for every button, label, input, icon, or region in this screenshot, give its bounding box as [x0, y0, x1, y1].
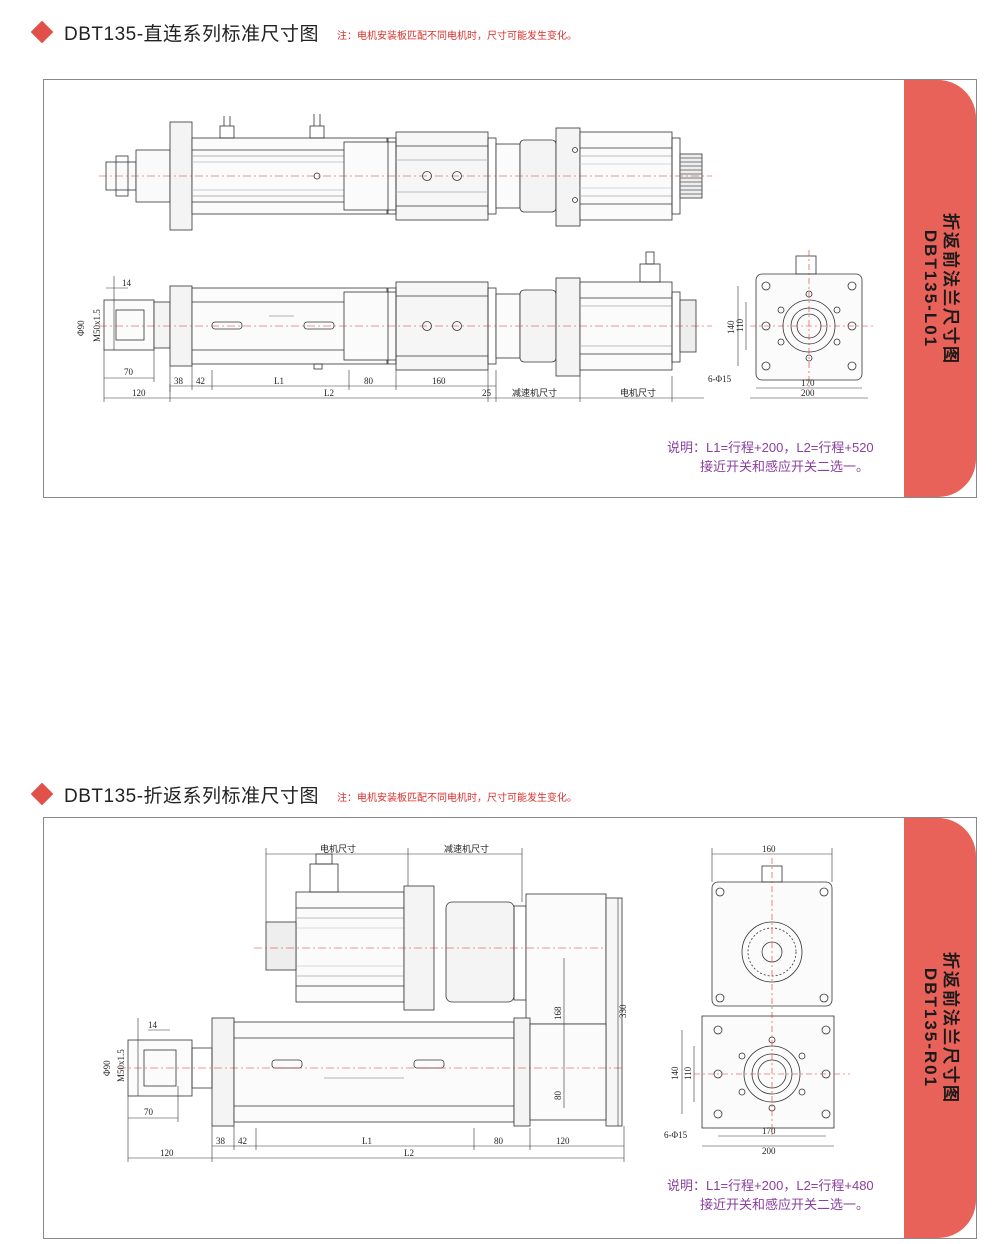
- section-title: DBT135-折返系列标准尺寸图: [64, 785, 320, 807]
- side-tab: 折返前法兰尺寸图 DBT135-R01: [904, 818, 976, 1238]
- dim-L1: L1: [362, 1136, 372, 1146]
- dim-42: 42: [238, 1136, 247, 1146]
- dim-120-right: 120: [556, 1136, 570, 1146]
- flange-140: 140: [726, 320, 736, 334]
- technical-drawing: 电机尺寸 减速机尺寸 168 330 80 14 M50x1.5 Φ90 70 …: [102, 843, 850, 1162]
- dim-25: 25: [482, 388, 492, 398]
- section-header: DBT135-折返系列标准尺寸图 注：电机安装板匹配不同电机时，尺寸可能发生变化…: [30, 779, 577, 809]
- flange-200: 200: [801, 388, 815, 398]
- flange-holes: 6-Φ15: [708, 374, 732, 384]
- dim-80v: 80: [553, 1091, 563, 1101]
- flange-160: 160: [762, 844, 776, 854]
- section-title: DBT135-直连系列标准尺寸图: [64, 23, 320, 45]
- dim-motor: 电机尺寸: [620, 387, 656, 398]
- diamond-bullet-icon: [30, 20, 54, 44]
- dim-80: 80: [494, 1136, 504, 1146]
- dim-38: 38: [174, 376, 184, 386]
- explanation-line2: 接近开关和感应开关二选一。: [700, 1197, 870, 1212]
- dim-168: 168: [553, 1006, 563, 1020]
- dim-m50: M50x1.5: [92, 309, 102, 342]
- dim-L2: L2: [324, 388, 334, 398]
- dim-14: 14: [122, 278, 132, 288]
- dim-d90: Φ90: [102, 1060, 112, 1076]
- dim-70: 70: [124, 367, 134, 377]
- flange-holes: 6-Φ15: [664, 1130, 688, 1140]
- flange-110: 110: [735, 318, 745, 332]
- side-tab-text: 折返前法兰尺寸图 DBT135-L01: [921, 212, 960, 365]
- flange-110: 110: [683, 1066, 693, 1080]
- dim-L1: L1: [274, 376, 284, 386]
- explanation-notes: 说明：L1=行程+200，L2=行程+520 接近开关和感应开关二选一。: [667, 438, 874, 476]
- dim-70: 70: [144, 1107, 154, 1117]
- dim-120: 120: [132, 388, 146, 398]
- dim-120: 120: [160, 1148, 174, 1158]
- side-tab-text: 折返前法兰尺寸图 DBT135-R01: [921, 952, 960, 1104]
- dim-330: 330: [618, 1004, 628, 1018]
- section-note: 注：电机安装板匹配不同电机时，尺寸可能发生变化。: [337, 792, 578, 804]
- dim-d90: Φ90: [76, 320, 86, 336]
- flange-200: 200: [762, 1146, 776, 1156]
- dim-14: 14: [148, 1020, 158, 1030]
- dim-80: 80: [364, 376, 374, 386]
- dim-reducer: 减速机尺寸: [512, 387, 557, 398]
- flange-170: 170: [762, 1126, 776, 1136]
- drawing-frame: 折返前法兰尺寸图 DBT135-L01: [43, 79, 977, 498]
- dim-m50: M50x1.5: [116, 1049, 126, 1082]
- explanation-line2: 接近开关和感应开关二选一。: [700, 459, 870, 474]
- flange-170: 170: [801, 378, 815, 388]
- technical-drawing: 70 120 38 42 L1 80 160 L2 25 减速机尺寸 电机尺寸 …: [76, 114, 874, 402]
- explanation-notes: 说明：L1=行程+200，L2=行程+480 接近开关和感应开关二选一。: [667, 1176, 874, 1214]
- flange-140: 140: [670, 1066, 680, 1080]
- dim-motor: 电机尺寸: [320, 843, 356, 854]
- diamond-bullet-icon: [30, 782, 54, 806]
- dim-42: 42: [196, 376, 205, 386]
- dim-160: 160: [432, 376, 446, 386]
- drawing-frame: 折返前法兰尺寸图 DBT135-R01: [43, 817, 977, 1239]
- section-header: DBT135-直连系列标准尺寸图 注：电机安装板匹配不同电机时，尺寸可能发生变化…: [30, 17, 577, 47]
- dim-reducer: 减速机尺寸: [444, 843, 489, 854]
- explanation-line1: 说明：L1=行程+200，L2=行程+480: [667, 1178, 874, 1193]
- side-tab: 折返前法兰尺寸图 DBT135-L01: [904, 80, 976, 497]
- dim-L2: L2: [404, 1148, 414, 1158]
- dim-38: 38: [216, 1136, 226, 1146]
- explanation-line1: 说明：L1=行程+200，L2=行程+520: [667, 440, 874, 455]
- section-note: 注：电机安装板匹配不同电机时，尺寸可能发生变化。: [337, 30, 578, 42]
